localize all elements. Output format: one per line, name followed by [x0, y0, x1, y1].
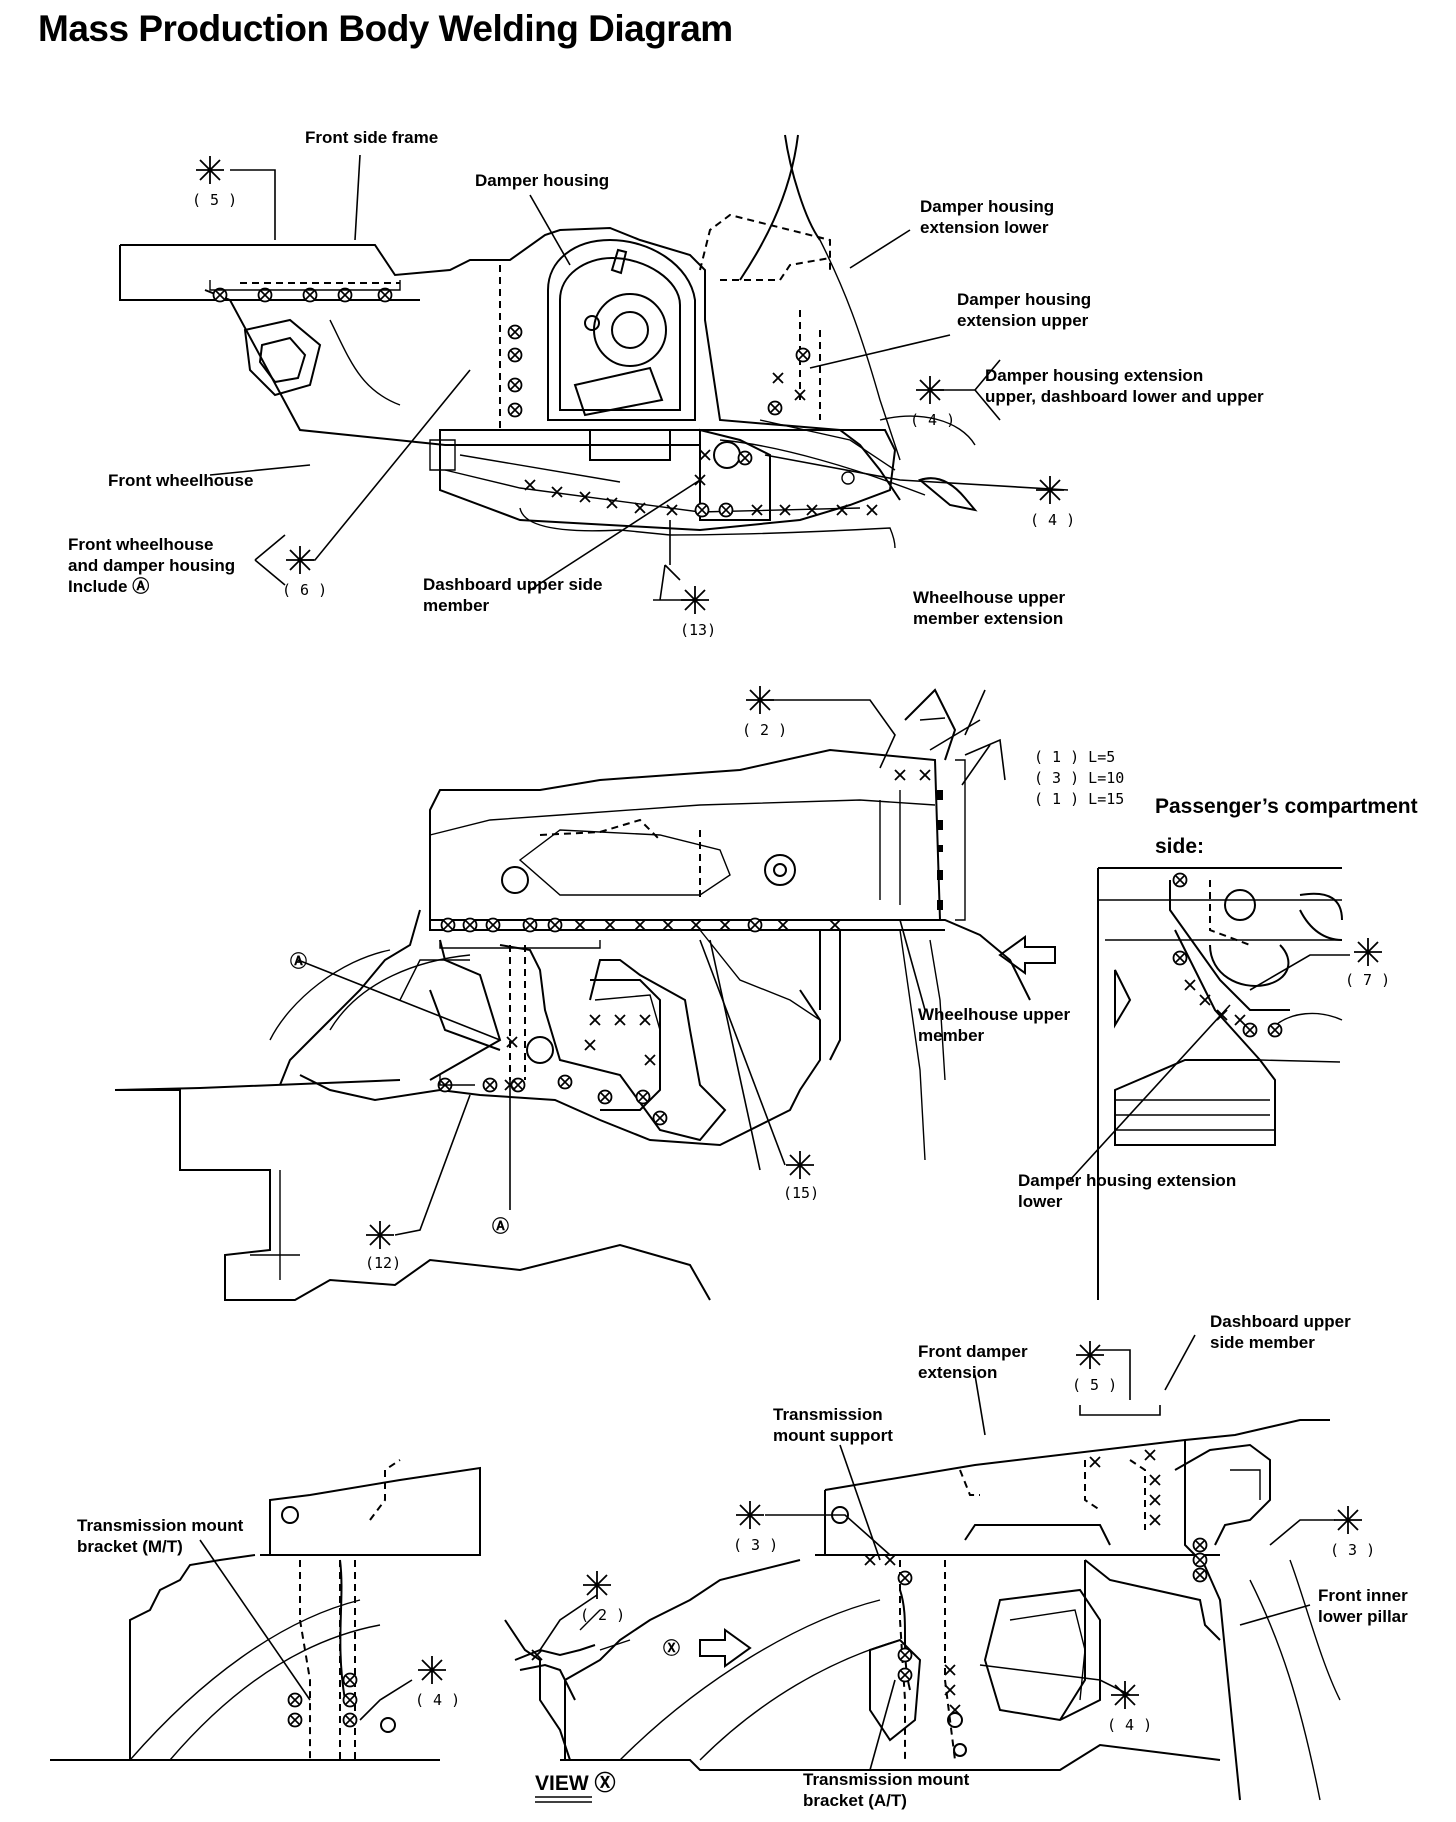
- label-dash-upper-side-b2: side member: [1210, 1333, 1315, 1352]
- bottom-left-assembly: [50, 1459, 481, 1761]
- label-fw-dh-1: Front wheelhouse: [68, 535, 213, 554]
- count-6: ( 6 ): [282, 581, 327, 599]
- page-title: Mass Production Body Welding Diagram: [38, 8, 733, 49]
- count-4c: ( 4 ): [415, 1691, 460, 1709]
- passenger-side-inset: [1097, 867, 1343, 1300]
- label-trans-mount-bracket-at-2: bracket (A/T): [803, 1791, 907, 1810]
- label-wh-upper-2: member: [918, 1026, 985, 1045]
- count-4a: ( 4 ): [910, 411, 955, 429]
- label-front-damper-ext-1: Front damper: [918, 1342, 1028, 1361]
- weld-x-marks-inset: [1184, 979, 1246, 1026]
- count-15: (15): [783, 1184, 819, 1202]
- label-trans-mount-support-1: Transmission: [773, 1405, 883, 1424]
- label-view-x-marker: Ⓧ: [663, 1638, 680, 1658]
- seam-l5: ( 1 ) L=5: [1034, 748, 1115, 766]
- leader-lines: [199, 154, 1350, 1771]
- label-dh-ext-lower-1: Damper housing: [920, 197, 1054, 216]
- label-front-damper-ext-2: extension: [918, 1363, 997, 1382]
- top-assembly: [119, 134, 978, 549]
- label-dh-ext-upper-2: extension upper: [957, 311, 1089, 330]
- label-damper-housing: Damper housing: [475, 171, 609, 190]
- label-dh-ext-upper-1: Damper housing: [957, 290, 1091, 309]
- count-5: ( 5 ): [192, 191, 237, 209]
- label-dash-upper-side-b1: Dashboard upper: [1210, 1312, 1351, 1331]
- view-arrow-left: [998, 935, 1056, 975]
- view-x-detail: [504, 1609, 631, 1761]
- label-wh-upper-ext-1: Wheelhouse upper: [913, 588, 1065, 607]
- label-trans-mount-support-2: mount support: [773, 1426, 893, 1445]
- view-arrow-right: [699, 1628, 752, 1668]
- label-passenger-2: side:: [1155, 835, 1204, 858]
- count-2: ( 2 ): [742, 721, 787, 739]
- middle-assembly: [114, 688, 1031, 1301]
- label-ref-a-1: Ⓐ: [290, 951, 307, 971]
- label-dh-ext-lower-2: extension lower: [920, 218, 1049, 237]
- count-7: ( 7 ): [1345, 971, 1390, 989]
- label-dash-upper-side-1: Dashboard upper side: [423, 575, 602, 594]
- labels: Front side frame Damper housing Damper h…: [68, 128, 1418, 1810]
- label-dash-upper-side-2: member: [423, 596, 490, 615]
- label-wh-upper-ext-2: member extension: [913, 609, 1063, 628]
- label-dh-ext-dash-2: upper, dashboard lower and upper: [985, 387, 1264, 406]
- count-12: (12): [365, 1254, 401, 1272]
- label-fw-dh-3: Include Ⓐ: [68, 576, 149, 596]
- label-front-wheelhouse: Front wheelhouse: [108, 471, 253, 490]
- label-front-side-frame: Front side frame: [305, 128, 438, 147]
- label-trans-mount-bracket-at-1: Transmission mount: [803, 1770, 970, 1789]
- spot-welds-middle: [437, 917, 763, 1126]
- label-trans-mount-bracket-mt-2: bracket (M/T): [77, 1537, 183, 1556]
- seam-weld-legend: ( 1 ) L=5 ( 3 ) L=10 ( 1 ) L=15: [1034, 748, 1124, 808]
- count-3b: ( 3 ): [1330, 1541, 1375, 1559]
- label-front-inner-lower-pillar-1: Front inner: [1318, 1586, 1408, 1605]
- weld-count-labels: ( 5 ) ( 4 ) ( 4 ) ( 6 ) (13) ( 2 ) ( 7 )…: [192, 191, 1390, 1734]
- label-view-x: VIEW Ⓧ: [535, 1771, 616, 1795]
- count-4d: ( 4 ): [1107, 1716, 1152, 1734]
- label-dh-ext-lower-b1: Damper housing extension: [1018, 1171, 1236, 1190]
- label-trans-mount-bracket-mt-1: Transmission mount: [77, 1516, 244, 1535]
- bottom-right-assembly: [560, 1419, 1341, 1801]
- seam-l15: ( 1 ) L=15: [1034, 790, 1124, 808]
- count-4b: ( 4 ): [1030, 511, 1075, 529]
- spot-welds-front-frame: [212, 287, 811, 518]
- label-ref-a-2: Ⓐ: [492, 1216, 509, 1236]
- count-13: (13): [680, 621, 716, 639]
- label-wh-upper-1: Wheelhouse upper: [918, 1005, 1070, 1024]
- label-passenger-1: Passenger’s compartment: [1155, 795, 1418, 818]
- label-dh-ext-lower-b2: lower: [1018, 1192, 1063, 1211]
- label-dh-ext-dash-1: Damper housing extension: [985, 366, 1203, 385]
- label-fw-dh-2: and damper housing: [68, 556, 235, 575]
- label-front-inner-lower-pillar-2: lower pillar: [1318, 1607, 1408, 1626]
- count-2b: ( 2 ): [580, 1606, 625, 1624]
- count-3a: ( 3 ): [733, 1536, 778, 1554]
- count-5b: ( 5 ): [1072, 1376, 1117, 1394]
- seam-l10: ( 3 ) L=10: [1034, 769, 1124, 787]
